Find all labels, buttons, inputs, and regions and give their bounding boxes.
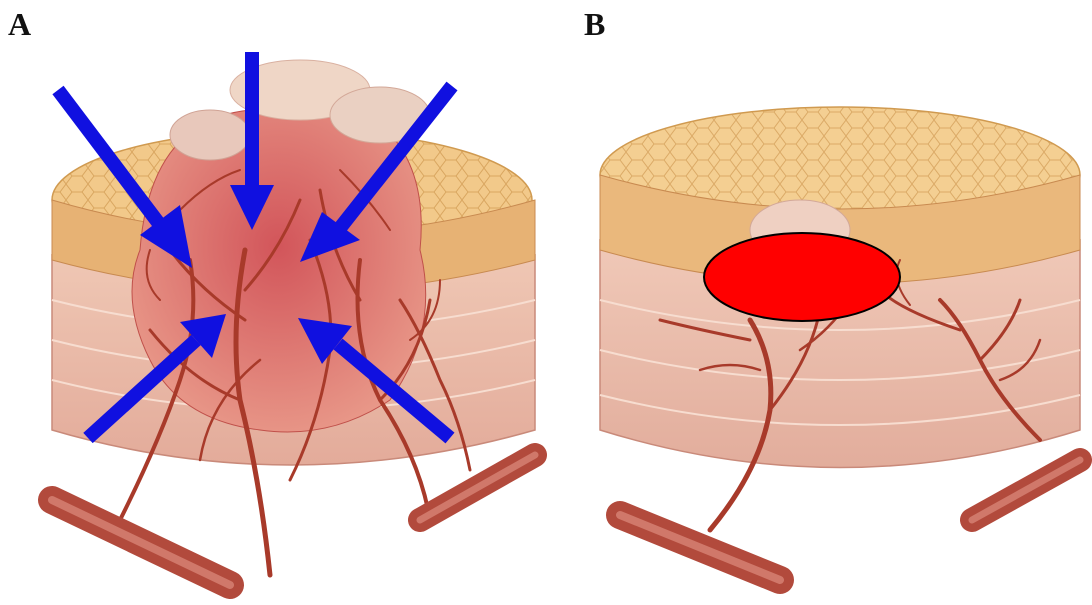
red-oval bbox=[704, 233, 900, 321]
panel-a-illustration bbox=[0, 0, 560, 605]
main-vessels-b bbox=[620, 460, 1080, 580]
panel-b-illustration bbox=[560, 0, 1092, 605]
